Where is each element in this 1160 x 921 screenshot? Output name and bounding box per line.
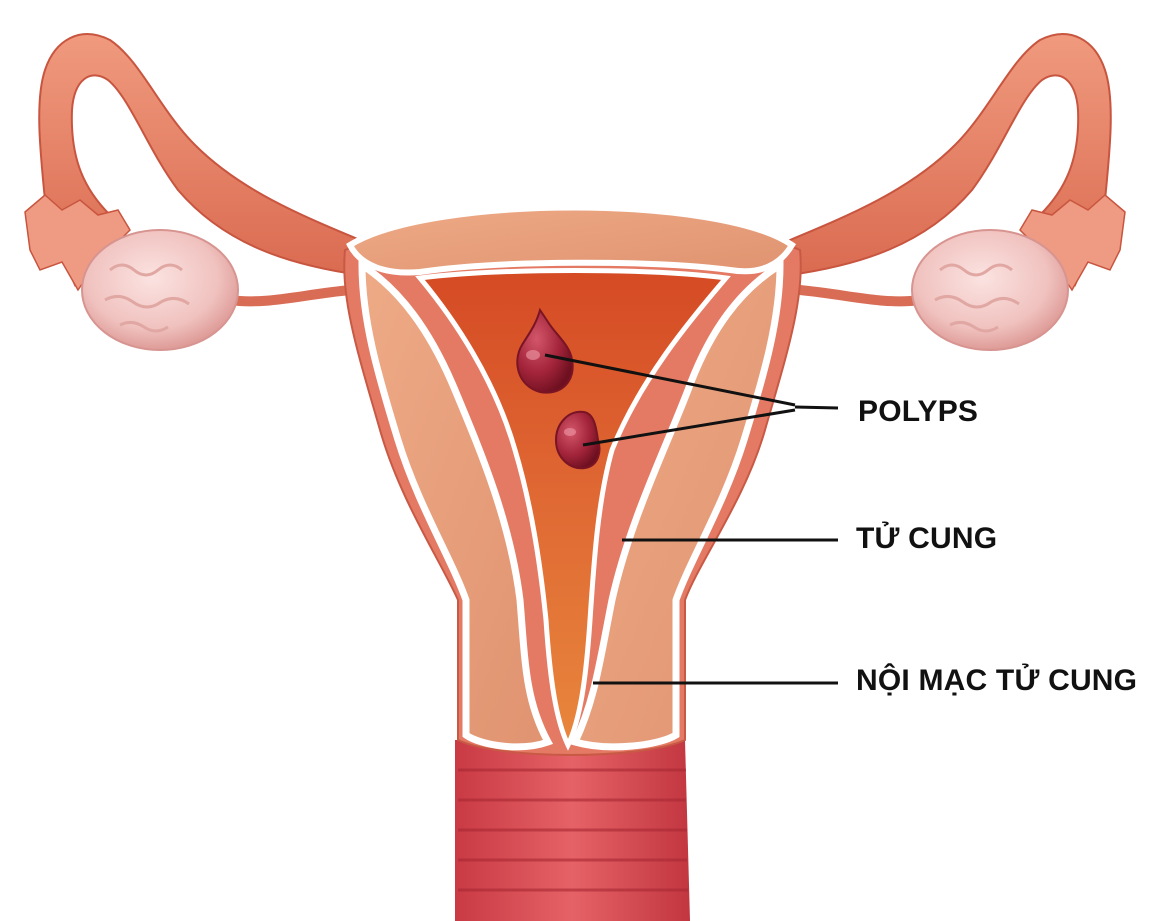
right-ovary	[912, 230, 1068, 350]
lower-polyp	[556, 412, 599, 468]
uterus-label: TỬ CUNG	[856, 522, 997, 556]
left-ovary	[82, 230, 238, 350]
endometrium-label: NỘI MẠC TỬ CUNG	[856, 664, 1137, 698]
cervix	[455, 740, 690, 921]
polyps-label: POLYPS	[858, 395, 978, 429]
